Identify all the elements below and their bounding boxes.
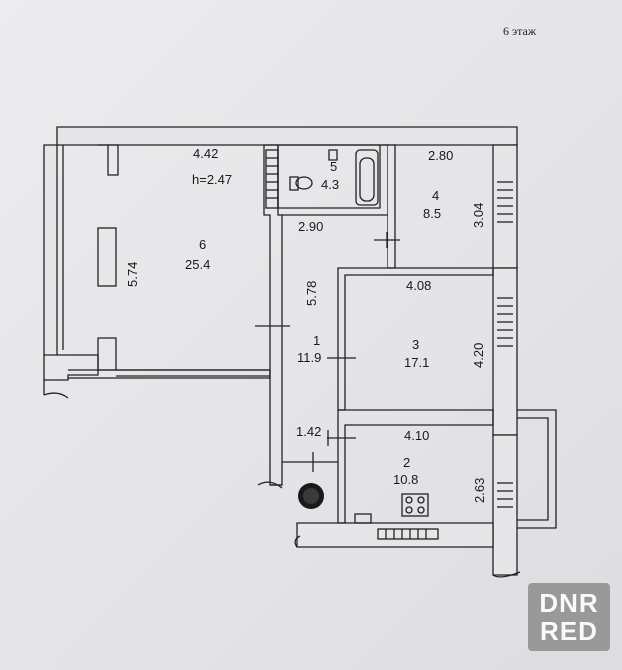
window-room4 [497,181,513,223]
room6-area: 25.4 [185,257,210,272]
dim-r1-small: 1.42 [296,424,321,439]
dim-r3-length: 4.20 [471,343,486,368]
window-room2 [497,482,513,508]
wall-room2-top [337,409,494,524]
room6-number: 6 [199,237,206,252]
dim-r2-length: 2.63 [472,478,487,503]
window-bottom [377,528,439,540]
balcony [517,409,557,529]
room1-number: 1 [313,333,320,348]
watermark-logo: DNR RED [528,583,610,651]
dim-r3-width: 4.08 [406,278,431,293]
bathroom-shelf [265,149,279,209]
room1-area: 11.9 [297,350,321,365]
ceiling-height: h=2.47 [192,172,232,187]
room4-area: 8.5 [423,206,441,221]
outer-wall-bottom [296,522,494,548]
dim-r1-length: 5.78 [304,281,319,306]
watermark-line1: DNR [539,588,599,618]
window-room3 [497,297,513,347]
outer-wall-right-room3 [492,267,518,436]
dim-r2-width: 4.10 [404,428,429,443]
room5-number: 5 [330,159,337,174]
room3-number: 3 [412,337,419,352]
dim-r4-length: 3.04 [471,203,486,228]
dim-r5-width: 2.90 [298,219,323,234]
outer-wall-left [43,144,58,356]
bathtub [355,149,379,206]
partition-room6-corridor [263,145,283,486]
room2-number: 2 [403,455,410,470]
dim-r6-width: 4.42 [193,146,218,161]
room5-area: 4.3 [321,177,339,192]
floor-label: 6 этаж [503,24,537,38]
stove [401,493,429,517]
watermark-line2: RED [540,616,598,646]
room2-area: 10.8 [393,472,418,487]
dim-r4-width: 2.80 [428,148,453,163]
outer-wall-top [56,126,518,146]
room3-area: 17.1 [404,355,429,370]
outer-wall-right-room2 [492,434,518,576]
room4-number: 4 [432,188,439,203]
toilet [289,176,313,191]
dim-r6-length: 5.74 [125,262,140,287]
